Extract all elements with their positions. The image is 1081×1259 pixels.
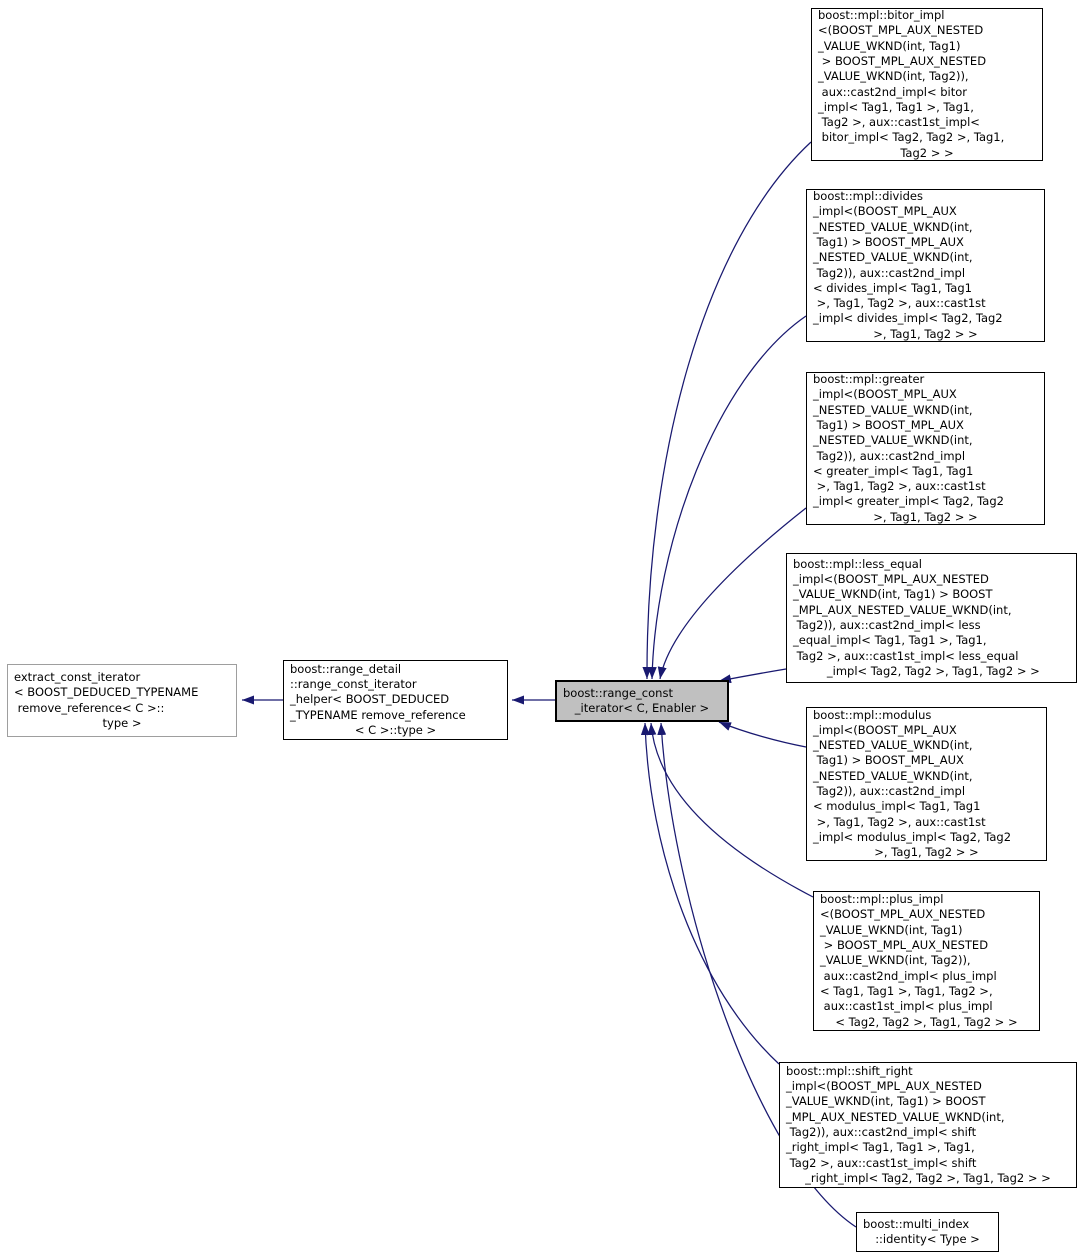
edge-divides-to-center <box>647 315 807 680</box>
node-mpl-shift-right-impl[interactable]: boost::mpl::shift_right_impl<(BOOST_MPL_… <box>779 1062 1077 1188</box>
edge-modulus-to-center <box>718 721 807 748</box>
edge-bitor-to-center <box>642 141 812 680</box>
edge-less-equal-to-center <box>718 668 787 684</box>
node-extract-const-iterator: extract_const_iterator< BOOST_DEDUCED_TY… <box>7 664 237 737</box>
node-mpl-plus-impl[interactable]: boost::mpl::plus_impl<(BOOST_MPL_AUX_NES… <box>813 891 1040 1031</box>
node-mpl-divides-impl[interactable]: boost::mpl::divides_impl<(BOOST_MPL_AUX_… <box>806 189 1045 342</box>
edge-greater-to-center <box>657 507 807 680</box>
edge-shift-right-to-center <box>640 722 780 1065</box>
node-range-const-iterator: boost::range_const_iterator< C, Enabler … <box>555 680 729 722</box>
node-range-const-iterator-helper[interactable]: boost::range_detail::range_const_iterato… <box>283 660 508 740</box>
edge-plus-to-center <box>647 722 814 898</box>
node-mpl-bitor-impl[interactable]: boost::mpl::bitor_impl<(BOOST_MPL_AUX_NE… <box>811 8 1043 161</box>
node-mpl-less-equal-impl[interactable]: boost::mpl::less_equal_impl<(BOOST_MPL_A… <box>786 553 1077 683</box>
node-mpl-modulus-impl[interactable]: boost::mpl::modulus_impl<(BOOST_MPL_AUX_… <box>806 707 1047 861</box>
edge-identity-to-center <box>657 722 857 1228</box>
node-multi-index-identity[interactable]: boost::multi_index::identity< Type > <box>856 1212 999 1252</box>
node-mpl-greater-impl[interactable]: boost::mpl::greater_impl<(BOOST_MPL_AUX_… <box>806 372 1045 525</box>
